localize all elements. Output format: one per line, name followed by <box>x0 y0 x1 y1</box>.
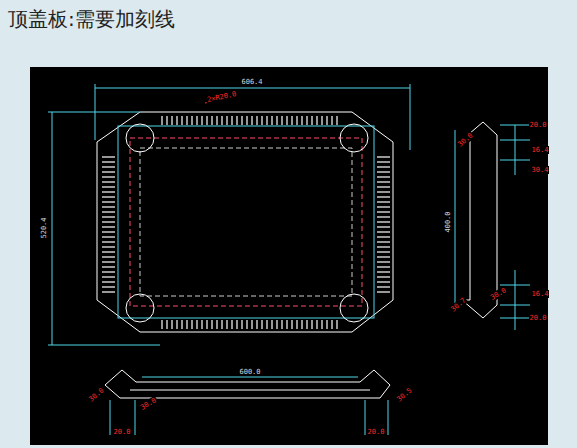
dimension-label: 20.0 <box>529 314 548 322</box>
dimension-label: 400.0 <box>444 210 452 233</box>
dimension-label: 20.0 <box>367 428 386 436</box>
dimension-label: 606.4 <box>240 78 263 86</box>
dimension-label: 20.0 <box>113 428 132 436</box>
dimension-label: 16.4 <box>531 290 550 298</box>
page-title: 顶盖板:需要加刻线 <box>8 6 175 33</box>
dimension-label: 20.0 <box>529 121 548 129</box>
dimension-label: 600.0 <box>238 368 261 376</box>
dimension-label: 16.4 <box>531 146 550 154</box>
dimension-label: 520.4 <box>40 216 48 239</box>
dimension-label: 30.4 <box>531 166 550 174</box>
